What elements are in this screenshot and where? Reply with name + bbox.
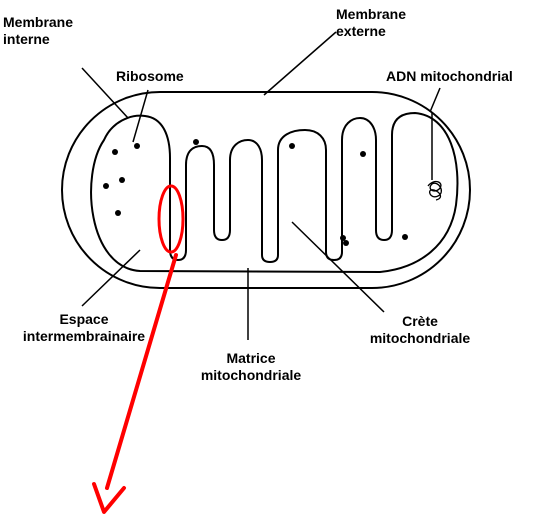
ribosome-dot [103,183,109,189]
ribosome-dot [193,139,199,145]
ribosome-dot [343,240,349,246]
mitochondrial-dna [428,182,441,200]
label-crete-line2: mitochondriale [360,330,480,347]
ribosome-dot [119,177,125,183]
ribosome-dot [340,235,346,241]
label-membrane-externe-line1: Membrane [336,6,406,23]
ribosome-dot [115,210,121,216]
label-espace-line2: intermembrainaire [4,328,164,345]
label-adn: ADN mitochondrial [386,68,513,85]
ribosomes [103,139,408,246]
outer-membrane [62,92,470,288]
label-membrane-interne: Membrane interne [3,14,73,48]
leader-adn [430,88,440,112]
label-matrice-line2: mitochondriale [186,367,316,384]
label-crete-line1: Crète [360,313,480,330]
ribosome-dot [289,143,295,149]
ribosome-dot [112,149,118,155]
ribosome-dot [134,143,140,149]
label-membrane-interne-line1: Membrane [3,14,73,31]
leader-membrane-externe [264,32,336,95]
label-membrane-externe-line2: externe [336,23,406,40]
ribosome-dot [360,151,366,157]
label-espace: Espace intermembrainaire [4,311,164,345]
label-ribosome: Ribosome [116,68,184,85]
inner-membrane [91,113,457,272]
ribosome-dot [402,234,408,240]
label-crete: Crète mitochondriale [360,313,480,347]
label-espace-line1: Espace [4,311,164,328]
label-membrane-interne-line2: interne [3,31,73,48]
red-arrow-shaft [107,255,176,488]
label-membrane-externe: Membrane externe [336,6,406,40]
leader-crete [292,222,384,312]
label-matrice-line1: Matrice [186,350,316,367]
label-matrice: Matrice mitochondriale [186,350,316,384]
